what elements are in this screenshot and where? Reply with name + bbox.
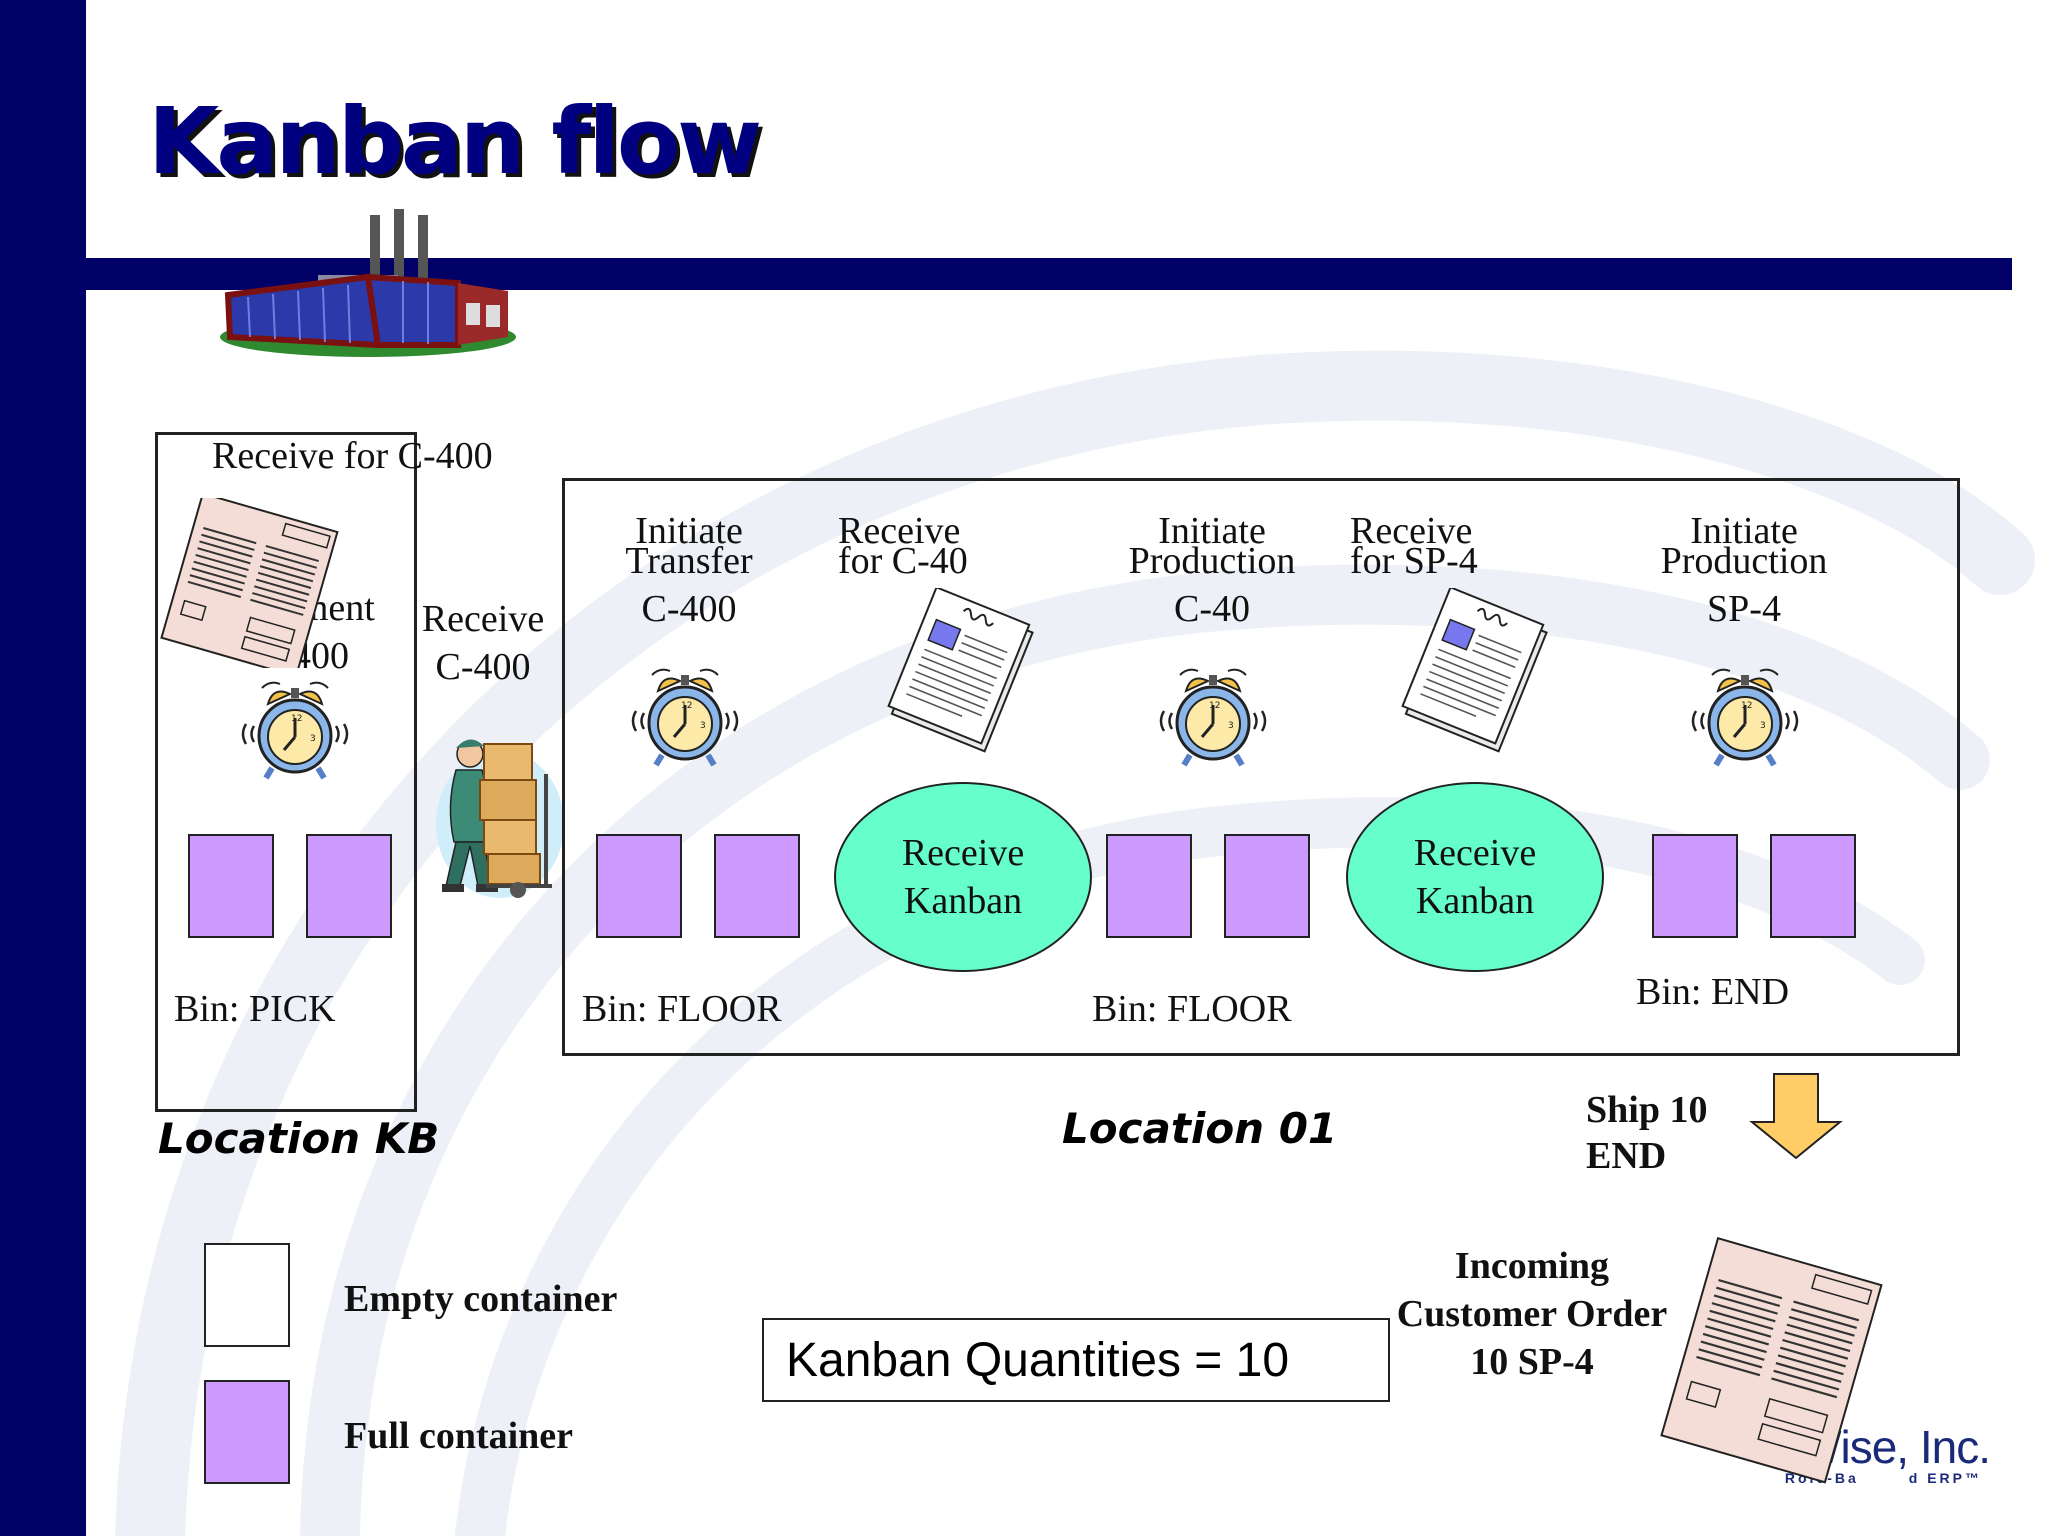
delivery-worker-icon bbox=[436, 739, 564, 898]
initiate-production-c40-line2: Production bbox=[1128, 540, 1296, 582]
initiate-production-sp4-line2: Production bbox=[1660, 540, 1828, 582]
floor-bin-1 bbox=[596, 834, 682, 938]
initiate-transfer-line3: C-400 bbox=[641, 588, 737, 630]
incoming-line3: 10 SP-4 bbox=[1470, 1341, 1594, 1383]
alarm-clock-icon bbox=[1690, 667, 1800, 771]
ship-line2: END bbox=[1586, 1135, 1667, 1177]
floor-bin-3 bbox=[1106, 834, 1192, 938]
receive-c40-line1: Receive bbox=[838, 510, 961, 552]
bin-floor-label-2: Bin: FLOOR bbox=[1092, 988, 1292, 1030]
floor-bin-2 bbox=[714, 834, 800, 938]
initiate-transfer-c400-label: Initiate Transfer C-400 bbox=[594, 507, 784, 633]
receive-c400-transfer-label: Receive C-400 bbox=[408, 595, 558, 691]
ship-label: Ship 10 END bbox=[1586, 1086, 1707, 1180]
receipt-sp4-icon bbox=[1399, 588, 1550, 753]
initiate-production-sp4-line3: SP-4 bbox=[1707, 588, 1781, 630]
ship-line1: Ship 10 bbox=[1586, 1089, 1708, 1131]
end-bin-2 bbox=[1770, 834, 1856, 938]
legend-full-swatch bbox=[204, 1380, 290, 1484]
page-title: Kanban flow bbox=[148, 88, 762, 195]
kanban-quantities-box: Kanban Quantities = 10 bbox=[762, 1318, 1390, 1402]
pick-bin-2 bbox=[306, 834, 392, 938]
receive-c40-line2: for C-40 bbox=[838, 540, 968, 582]
ship-arrow-icon bbox=[1749, 1073, 1843, 1160]
initiate-production-c40-line3: C-40 bbox=[1174, 588, 1250, 630]
transfer-line1: Receive bbox=[421, 598, 545, 640]
initiate-transfer-line1: Initiate bbox=[635, 510, 743, 552]
bin-floor-label-1: Bin: FLOOR bbox=[582, 988, 782, 1030]
initiate-production-sp4-line1: Initiate bbox=[1690, 510, 1798, 552]
receive-c40-label: Receive for C-40 bbox=[838, 507, 968, 585]
incoming-line2: Customer Order bbox=[1396, 1293, 1668, 1335]
factory-icon bbox=[220, 209, 516, 357]
receive-sp4-line2: for SP-4 bbox=[1350, 540, 1478, 582]
initiate-production-c40-line1: Initiate bbox=[1158, 510, 1266, 552]
bin-end-label: Bin: END bbox=[1636, 971, 1790, 1013]
alarm-clock-icon bbox=[630, 667, 740, 771]
customer-order-document-icon bbox=[1660, 1237, 1883, 1484]
receive-kanban-oval-c40: Receive Kanban bbox=[834, 782, 1092, 972]
order-document-icon bbox=[160, 498, 339, 668]
end-bin-1 bbox=[1652, 834, 1738, 938]
pick-bin-1 bbox=[188, 834, 274, 938]
initiate-production-sp4-label: Initiate Production SP-4 bbox=[1644, 507, 1844, 633]
left-band bbox=[0, 0, 86, 1536]
receive-kanban-oval-sp4: Receive Kanban bbox=[1346, 782, 1604, 972]
incoming-order-label: Incoming Customer Order 10 SP-4 bbox=[1370, 1242, 1694, 1386]
initiate-production-c40-label: Initiate Production C-40 bbox=[1112, 507, 1312, 633]
floor-bin-4 bbox=[1224, 834, 1310, 938]
bin-pick-label: Bin: PICK bbox=[174, 988, 336, 1030]
transfer-line2: C-400 bbox=[435, 646, 531, 688]
legend-full-label: Full container bbox=[344, 1415, 574, 1457]
alarm-clock-icon bbox=[240, 680, 350, 784]
legend-empty-label: Empty container bbox=[344, 1278, 618, 1320]
initiate-transfer-line2: Transfer bbox=[625, 540, 753, 582]
incoming-line1: Incoming bbox=[1454, 1245, 1610, 1287]
legend-empty-swatch bbox=[204, 1243, 290, 1347]
receive-sp4-line1: Receive bbox=[1350, 510, 1473, 552]
location-kb-caption: Location KB bbox=[158, 1114, 440, 1163]
logo-tagline-right: d ERP™ bbox=[1908, 1470, 1982, 1486]
location-kb-box bbox=[155, 432, 417, 1112]
receipt-c40-icon bbox=[885, 588, 1036, 753]
location-01-box bbox=[562, 478, 1960, 1056]
location-01-caption: Location 01 bbox=[1062, 1104, 1338, 1153]
alarm-clock-icon bbox=[1158, 667, 1268, 771]
receive-c400-label: Receive for C-400 bbox=[212, 435, 493, 477]
receive-sp4-label: Receive for SP-4 bbox=[1350, 507, 1478, 585]
